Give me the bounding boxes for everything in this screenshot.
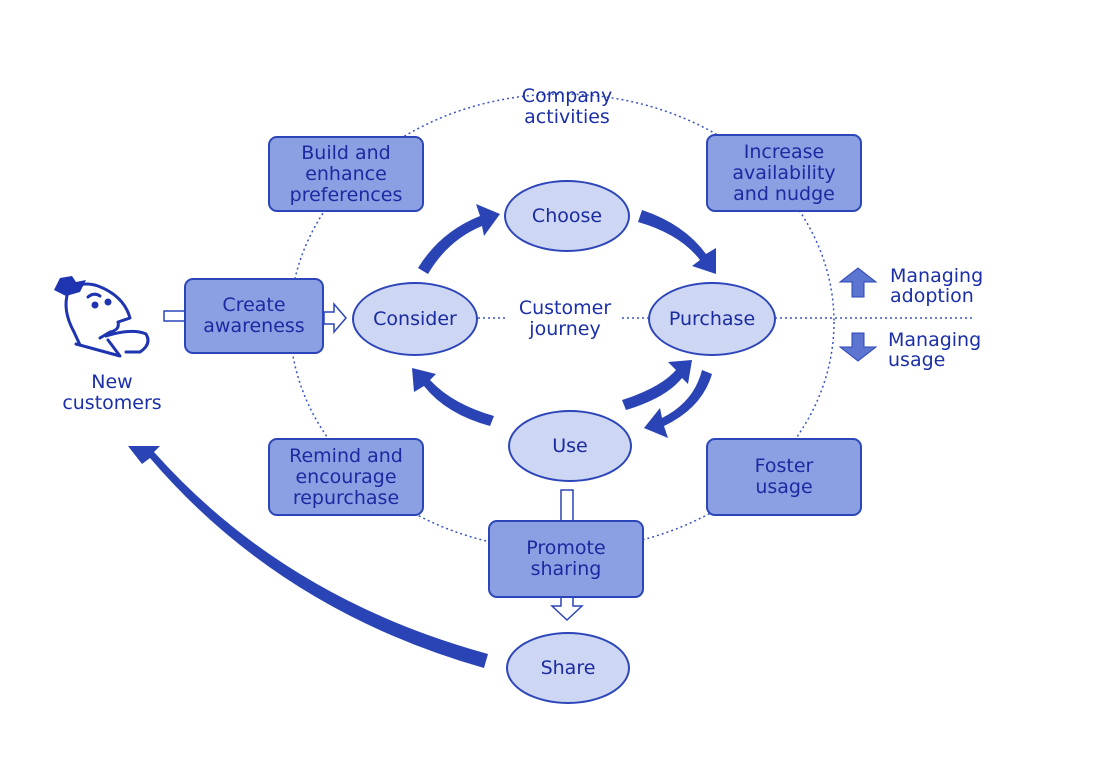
stage-consider[interactable]: Consider: [352, 282, 478, 356]
stage-share[interactable]: Share: [506, 632, 630, 704]
arrow-down-icon: [838, 332, 878, 362]
arrow-use-to-purchase: [622, 360, 692, 410]
journey-cycle-arrows: [128, 204, 716, 668]
remind-repurchase-box[interactable]: Remind and encourage repurchase: [268, 438, 424, 516]
arrow-share-to-new-customers: [128, 446, 488, 668]
build-preferences-box[interactable]: Build and enhance preferences: [268, 136, 424, 212]
arrow-choose-to-purchase: [638, 210, 716, 274]
create-awareness-box[interactable]: Create awareness: [184, 278, 324, 354]
figure-hair: [54, 276, 86, 296]
arrow-promote-to-share: [550, 595, 584, 622]
new-customer-figure-icon: [64, 282, 150, 358]
arrow-up-icon: [838, 267, 878, 298]
new-customers-label: New customers: [62, 371, 162, 414]
company-activities-label: Company activities: [521, 85, 613, 128]
arrow-consider-to-choose: [418, 204, 500, 274]
managing-usage-label: Managing usage: [888, 329, 982, 371]
stage-use[interactable]: Use: [508, 410, 632, 482]
customer-journey-label: Customer journey: [518, 297, 612, 340]
arrow-use-to-promote: [560, 489, 574, 523]
managing-adoption-label: Managing adoption: [890, 265, 984, 307]
promote-sharing-box[interactable]: Promote sharing: [488, 520, 644, 598]
arrow-new-customers-to-awareness: [163, 310, 187, 322]
foster-usage-box[interactable]: Foster usage: [706, 438, 862, 516]
arrow-use-to-consider: [412, 368, 494, 426]
arrow-awareness-to-consider: [323, 301, 347, 335]
stage-purchase[interactable]: Purchase: [648, 282, 776, 356]
arrow-purchase-to-use: [644, 370, 712, 438]
stage-choose[interactable]: Choose: [504, 180, 630, 252]
increase-availability-box[interactable]: Increase availability and nudge: [706, 134, 862, 212]
